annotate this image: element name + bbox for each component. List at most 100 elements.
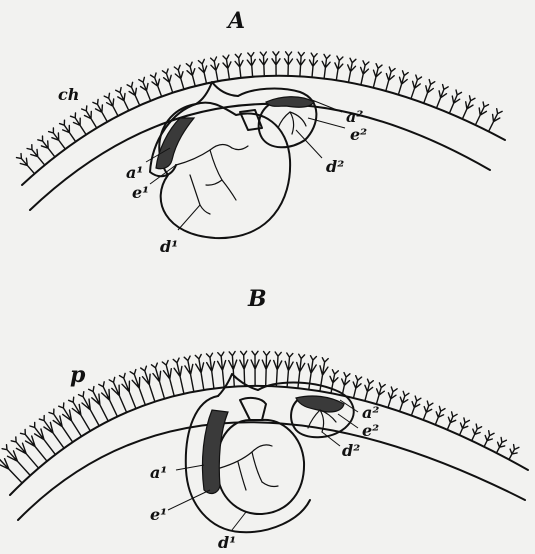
panel-a-label-ch: ch xyxy=(58,85,79,104)
panel-b-chorion-outer xyxy=(10,386,528,495)
villus xyxy=(162,69,172,93)
panel-a-label-d2: d² xyxy=(326,157,344,176)
panel-b-vesicle-1 xyxy=(217,420,304,514)
villus xyxy=(376,383,385,404)
villus xyxy=(335,56,343,80)
villus xyxy=(60,120,76,142)
villus xyxy=(152,363,165,399)
panel-a-villi xyxy=(17,52,503,174)
villus xyxy=(509,445,519,460)
panel-a-label-e1: e¹ xyxy=(132,183,149,202)
villus xyxy=(218,352,226,387)
villus xyxy=(447,412,457,430)
panel-a-title: A xyxy=(226,8,245,34)
villus xyxy=(59,403,82,436)
villus xyxy=(93,99,107,121)
villus xyxy=(411,396,421,415)
villus xyxy=(211,57,219,81)
villus xyxy=(373,64,382,88)
villus xyxy=(484,431,494,447)
panel-a: A xyxy=(17,8,506,256)
villus xyxy=(195,355,204,390)
villus xyxy=(388,387,397,408)
panel-a-chorion-outer xyxy=(22,76,505,185)
panel-a-label-e2: e² xyxy=(350,125,367,144)
panel-a-embryo-2 xyxy=(266,97,314,107)
villus xyxy=(348,58,356,82)
villus xyxy=(497,438,507,454)
panel-a-label-a1: a¹ xyxy=(126,163,143,182)
villus xyxy=(207,353,215,388)
villus xyxy=(69,397,91,431)
villus xyxy=(116,88,129,111)
villus xyxy=(17,154,35,174)
villus xyxy=(297,52,305,76)
villus xyxy=(437,85,449,108)
villus xyxy=(342,373,350,396)
villus xyxy=(460,418,470,435)
panel-b-title: B xyxy=(247,286,267,312)
villus xyxy=(235,54,243,78)
villus xyxy=(353,376,361,398)
villus xyxy=(49,409,73,442)
villus xyxy=(82,106,97,128)
panel-b-chorion-inner xyxy=(18,422,525,520)
villus xyxy=(198,59,206,83)
villus xyxy=(322,54,330,78)
panel-b-label-d1: d¹ xyxy=(218,533,236,552)
panel-b-label-a1: a¹ xyxy=(150,463,167,482)
villus xyxy=(229,352,237,387)
panel-b-label-d2: d² xyxy=(342,441,360,460)
panel-b-pocket xyxy=(240,398,266,420)
villus xyxy=(186,62,195,86)
villus xyxy=(274,352,282,386)
villus xyxy=(262,352,270,387)
villus xyxy=(104,93,118,116)
villus xyxy=(38,136,55,157)
panel-b-vessels-1 xyxy=(220,445,278,490)
villus xyxy=(400,391,409,411)
villus xyxy=(365,379,373,401)
panel-a-label-d1: d¹ xyxy=(160,237,178,256)
villus xyxy=(184,356,194,392)
villus xyxy=(462,96,475,119)
panel-b-embryo-1 xyxy=(202,410,228,493)
villus xyxy=(223,55,231,79)
villus xyxy=(361,61,369,85)
villus xyxy=(386,67,395,91)
villus xyxy=(285,52,293,76)
villus xyxy=(2,445,30,476)
villus xyxy=(310,53,318,77)
villus xyxy=(475,102,488,125)
panel-a-vesicle-2 xyxy=(238,89,316,148)
villus xyxy=(151,73,162,97)
villus xyxy=(272,52,280,76)
villus xyxy=(435,406,445,424)
villus xyxy=(251,351,259,386)
panel-b: B xyxy=(0,286,528,552)
villus xyxy=(49,128,66,149)
panel-a-label-a2: a² xyxy=(346,107,363,126)
villus xyxy=(424,80,435,104)
villus xyxy=(423,401,433,420)
villus xyxy=(11,437,38,468)
villus xyxy=(449,90,461,113)
villus xyxy=(27,145,45,165)
villus xyxy=(260,52,268,76)
panel-b-label-e2: e² xyxy=(362,421,379,440)
villus xyxy=(472,424,482,441)
villus xyxy=(411,75,422,99)
panel-b-label-e1: e¹ xyxy=(150,505,167,524)
villus xyxy=(173,358,184,394)
villus xyxy=(139,77,151,100)
villus xyxy=(162,361,174,397)
panel-b-label-a2: a² xyxy=(362,403,379,422)
villus xyxy=(109,377,126,412)
panel-a-vessels-2 xyxy=(278,112,306,134)
panel-b-label-p: p xyxy=(70,362,86,388)
villus xyxy=(99,382,118,417)
villus xyxy=(174,65,184,89)
villus xyxy=(71,113,87,135)
villus xyxy=(398,71,408,95)
